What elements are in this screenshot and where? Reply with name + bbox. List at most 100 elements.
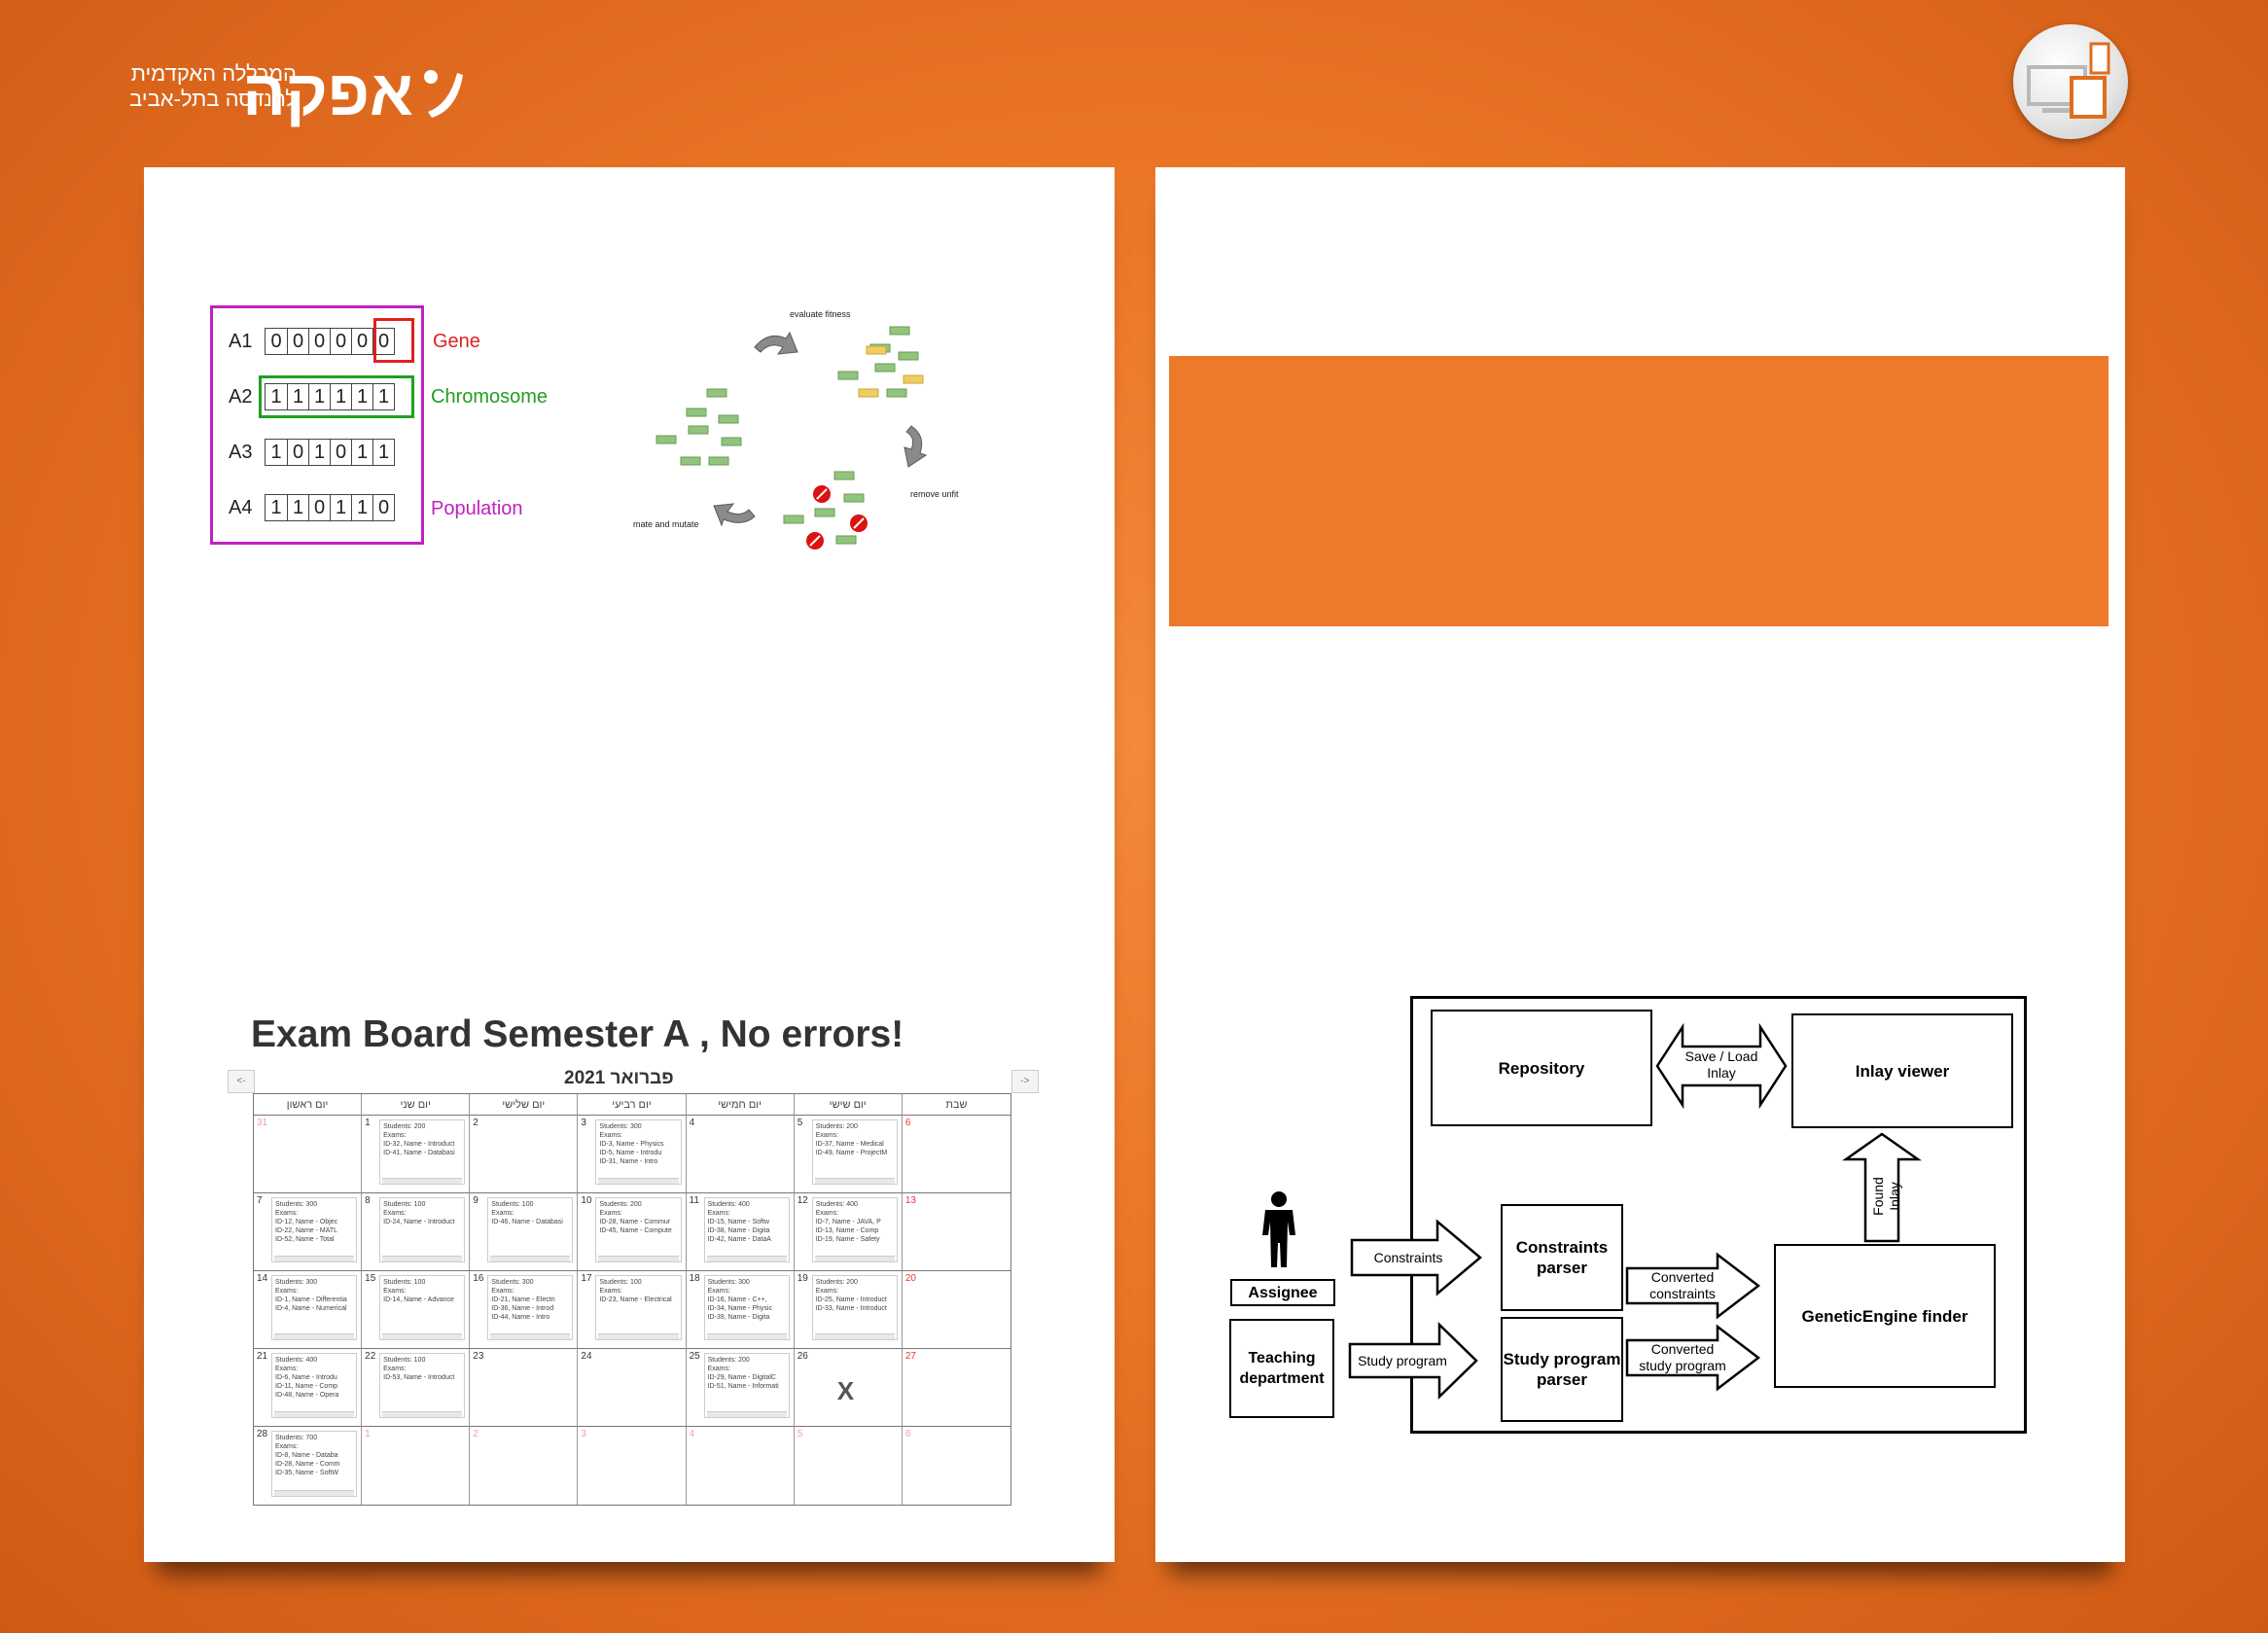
card-scrollbar[interactable]	[274, 1490, 355, 1496]
card-scrollbar[interactable]	[598, 1178, 679, 1184]
card-scrollbar[interactable]	[814, 1333, 895, 1339]
exam-line: ID-37, Name - Medical	[815, 1141, 884, 1148]
calendar-day-cell[interactable]: 5	[795, 1427, 903, 1505]
calendar-weekday-header: יום חמישי	[686, 1094, 795, 1116]
card-scrollbar[interactable]	[490, 1333, 571, 1339]
calendar-weekday-header: יום שלישי	[470, 1094, 579, 1116]
exam-line: ID-4, Name - Numerical	[275, 1305, 347, 1312]
calendar-day-number: 10	[581, 1195, 592, 1206]
card-scrollbar[interactable]	[490, 1256, 571, 1261]
exam-line: ID-32, Name - Introduct	[383, 1141, 455, 1148]
afeka-logo: המכללה האקדמית להנדסה בתל-אביב אפקה	[129, 53, 467, 131]
card-scrollbar[interactable]	[274, 1411, 355, 1417]
gene-row: 1 0 1 0 1 1	[265, 439, 395, 466]
card-scrollbar[interactable]	[382, 1178, 463, 1184]
exam-line: Students: 300	[599, 1123, 642, 1130]
calendar-day-number: 1	[365, 1429, 371, 1439]
card-scrollbar[interactable]	[382, 1411, 463, 1417]
gene-highlight	[373, 318, 414, 363]
card-scrollbar[interactable]	[598, 1333, 679, 1339]
exam-line: Exams:	[599, 1210, 622, 1217]
calendar-day-cell[interactable]: 13	[902, 1193, 1010, 1271]
calendar-day-cell[interactable]: 2	[470, 1116, 579, 1193]
card-scrollbar[interactable]	[598, 1256, 679, 1261]
next-month-button[interactable]: ->	[1011, 1070, 1039, 1093]
calendar-day-number: 28	[257, 1429, 268, 1439]
calendar-day-cell[interactable]: 24	[578, 1349, 687, 1427]
calendar-day-cell[interactable]: 31	[254, 1116, 363, 1193]
calendar-day-cell[interactable]: 27	[902, 1349, 1010, 1427]
card-scrollbar[interactable]	[274, 1256, 355, 1261]
row-label: A2	[229, 386, 253, 408]
calendar-day-cell[interactable]: 3	[578, 1427, 687, 1505]
calendar-day-number: 18	[689, 1273, 700, 1284]
calendar-day-cell[interactable]: 6	[903, 1427, 1010, 1505]
card-scrollbar[interactable]	[706, 1256, 787, 1261]
calendar-day-cell[interactable]: 23	[470, 1349, 579, 1427]
save-load-label: Save / Load Inlay	[1684, 1048, 1758, 1081]
calendar-day-cell[interactable]: 1	[362, 1427, 471, 1505]
exam-line: ID-19, Name - Safety	[815, 1236, 880, 1243]
calendar-day-cell[interactable]: 20	[902, 1271, 1010, 1349]
card-scrollbar[interactable]	[382, 1333, 463, 1339]
calendar-day-cell[interactable]: 4	[687, 1427, 795, 1505]
card-scrollbar[interactable]	[814, 1178, 895, 1184]
constraints-parser-box: Constraints parser	[1501, 1204, 1623, 1311]
card-scrollbar[interactable]	[706, 1411, 787, 1417]
gene-row: 1 1 1 1 1 1	[265, 383, 395, 410]
card-scrollbar[interactable]	[274, 1333, 355, 1339]
calendar-day-cell[interactable]: 4	[686, 1116, 795, 1193]
card-scrollbar[interactable]	[706, 1333, 787, 1339]
prev-month-button[interactable]: <-	[228, 1070, 255, 1093]
exam-line: Exams:	[815, 1210, 839, 1217]
card-scrollbar[interactable]	[814, 1256, 895, 1261]
gene-cell: 0	[287, 329, 308, 354]
calendar-day-cell[interactable]: 6	[902, 1116, 1010, 1193]
exam-line: ID-41, Name - Databasi	[383, 1150, 455, 1156]
calendar-day-number: 6	[904, 1118, 911, 1128]
calendar-day-number: 2	[473, 1429, 478, 1439]
teaching-department-box: Teaching department	[1229, 1319, 1334, 1418]
card-scrollbar[interactable]	[382, 1256, 463, 1261]
calendar-day-cell[interactable]: 2	[470, 1427, 579, 1505]
